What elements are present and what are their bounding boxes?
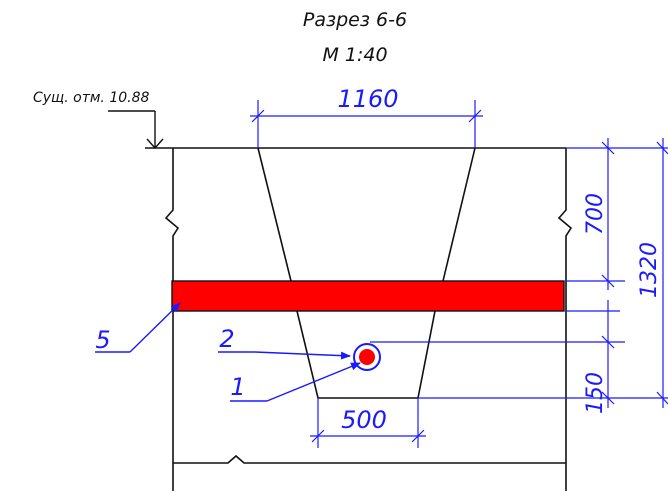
callout-2: 2 (218, 325, 351, 360)
dim-depth-total-label: 1320 (637, 242, 662, 298)
callout-2-label: 2 (219, 325, 234, 353)
pipe-core (359, 349, 375, 365)
section-title: Разрез 6-6 (303, 9, 407, 31)
section-outline (145, 147, 573, 491)
callout-1-label: 1 (230, 373, 245, 401)
callout-5-label: 5 (95, 326, 110, 354)
scale-label: М 1:40 (322, 44, 387, 66)
concrete-slab (171, 280, 565, 312)
dim-depth-upper-label: 700 (583, 193, 608, 235)
elevation-label: Сущ. отм. 10.88 (33, 90, 150, 106)
callout-5: 5 (95, 302, 181, 354)
dim-top-width-label: 1160 (337, 85, 398, 113)
pipe (353, 343, 381, 371)
dimension-bottom-width (310, 398, 426, 448)
dimension-top-width (250, 100, 483, 148)
dim-bottom-width-label: 500 (341, 406, 387, 434)
callout-1: 1 (230, 362, 361, 402)
pipe-casing (353, 343, 381, 371)
dimension-right (370, 138, 668, 408)
elevation-marker: Сущ. отм. 10.88 (33, 90, 164, 149)
dim-bottom-layer-label: 150 (583, 372, 608, 414)
